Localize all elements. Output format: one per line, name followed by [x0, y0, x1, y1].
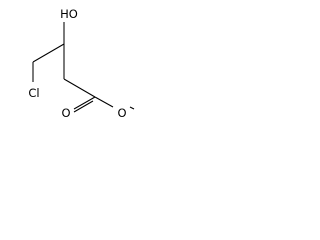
bond-o-methyl: [129, 106, 135, 110]
bond-c1-o-ester: [94, 96, 114, 108]
carbonyl-oxygen-label: O: [61, 106, 70, 120]
bond-c1-o-double-b: [73, 100, 94, 113]
bonds: [32, 22, 135, 113]
chlorine-label: Cl: [28, 86, 39, 100]
hydroxyl-label: HO: [60, 7, 78, 21]
atom-labels: HO Cl O O: [28, 7, 126, 120]
bond-c2-c1: [63, 78, 96, 98]
bond-c4-c3: [32, 43, 65, 63]
chemical-structure: HO Cl O O: [28, 7, 135, 120]
bond-c1-o-double-a: [73, 96, 96, 110]
ester-oxygen-label: O: [117, 106, 126, 120]
